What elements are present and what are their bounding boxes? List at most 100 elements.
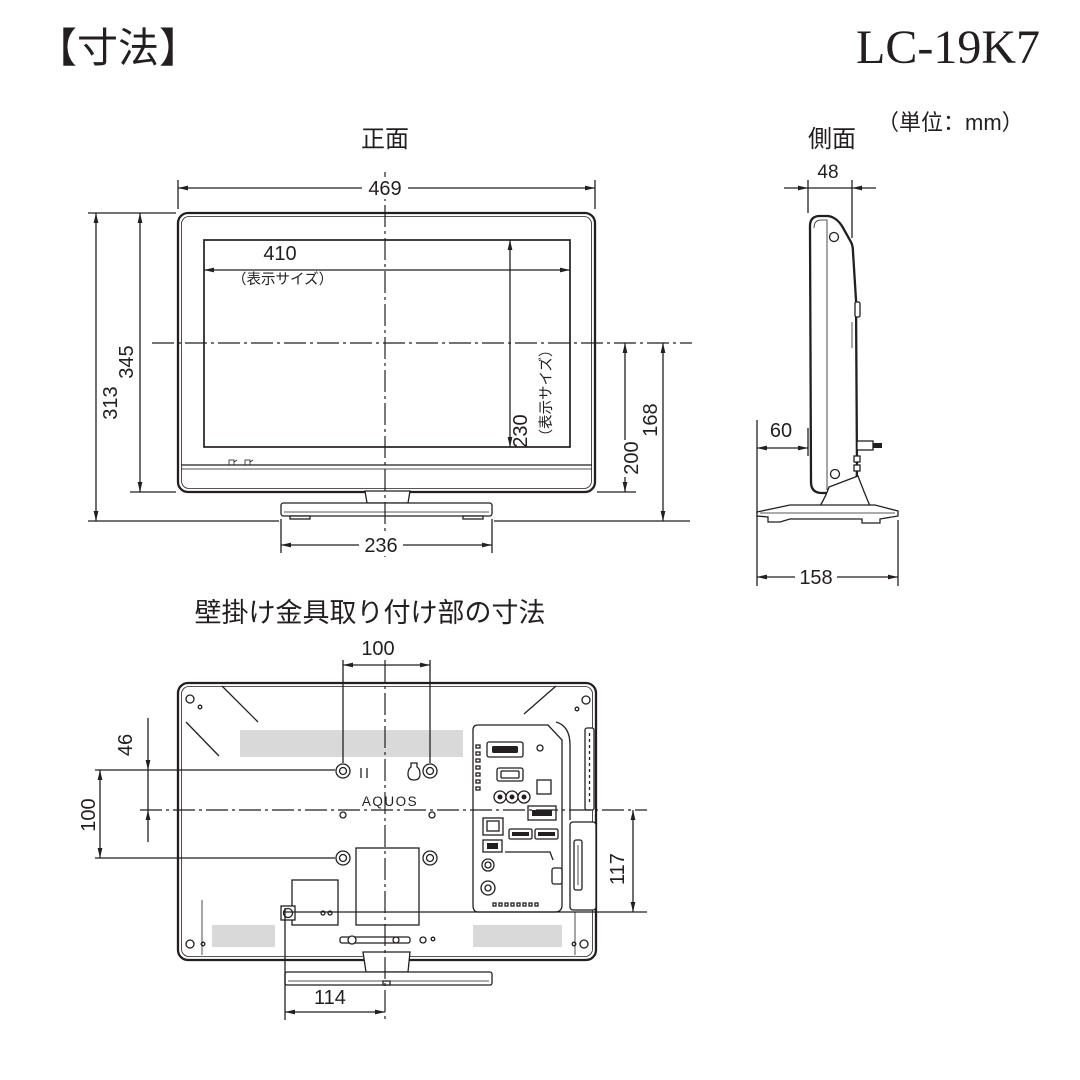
side-view-label: 側面 [808, 126, 856, 153]
panel-cover [355, 847, 420, 926]
front-extension-lines [88, 180, 690, 553]
audio-jack [480, 880, 496, 896]
mount-hole [422, 850, 438, 866]
vent-area [212, 925, 275, 947]
dimension-label-top: 469 [368, 178, 401, 200]
dimension-label-left-lower: 100 [78, 798, 100, 831]
indicator-icon [244, 459, 251, 466]
usb-port-inner [532, 810, 552, 816]
terminal-divider [505, 851, 554, 861]
indicator-icon [228, 459, 235, 466]
small-hole [320, 910, 326, 916]
dimension-label-left-inner: 345 [116, 345, 138, 378]
terminal-dot [475, 765, 481, 770]
terminal-dot [516, 902, 521, 907]
card-slot-icon [551, 867, 563, 885]
front-tv-body [176, 211, 597, 494]
terminal-square [536, 779, 552, 795]
dimension-note-screen-width: （表示サイズ） [232, 271, 333, 288]
dimension-label-right-outer: 168 [640, 403, 662, 436]
tv-side-profile [808, 214, 859, 495]
small-hole [327, 910, 333, 916]
panel-diagonal [221, 685, 259, 723]
dimension-label-top: 48 [817, 162, 838, 183]
panel-diagonal [185, 721, 220, 757]
vent-area [240, 730, 463, 757]
stand-neck [818, 475, 871, 507]
power-plug-tip [873, 443, 882, 448]
page-title: 【寸法】 [36, 25, 200, 71]
side-view: 側面 4 [756, 126, 899, 589]
terminal-dot [510, 902, 515, 907]
audio-jack-inner [484, 861, 492, 869]
indicator-icon [233, 459, 238, 463]
mount-hole [422, 763, 438, 779]
corner-screw [574, 706, 580, 712]
corner-screw [185, 939, 195, 949]
lan-port-inner [486, 820, 500, 832]
indicator-icon [249, 459, 254, 463]
tv-side-inner-edge [813, 219, 828, 490]
mount-hole-outer [335, 763, 351, 779]
terminal-dot [528, 902, 533, 907]
vent-area [473, 925, 562, 947]
dimension-label-bottom: 236 [364, 535, 397, 557]
side-terminal-panel [569, 727, 597, 911]
mount-hole-inner [425, 853, 435, 863]
mount-hole [335, 763, 351, 779]
mount-hole [335, 850, 351, 866]
front-view-label: 正面 [361, 126, 409, 153]
corner-screw [185, 694, 195, 704]
stand-base-notch [382, 980, 391, 986]
bottom-handle-end [392, 936, 400, 944]
terminal-dot [475, 772, 481, 777]
small-hole [430, 936, 436, 942]
terminal-panel-edge [555, 721, 571, 820]
label-background [795, 566, 837, 588]
stand-base [756, 504, 899, 524]
dimension-note-screen-height: （表示サイズ） [538, 342, 555, 443]
side-hole [828, 231, 840, 243]
label-background [362, 177, 408, 199]
model-number: LC-19K7 [856, 21, 1040, 74]
wall-mount-label: 壁掛け金具取り付け部の寸法 [195, 598, 546, 628]
corner-screw [579, 939, 589, 949]
small-hole [339, 811, 347, 819]
bottom-handle [339, 936, 411, 944]
dimension-label-left-outer: 313 [100, 386, 122, 419]
power-plug [856, 440, 874, 451]
wall-mount-view: 壁掛け金具取り付け部の寸法 [78, 598, 647, 1022]
side-panel-outline [569, 821, 597, 911]
port-screw [536, 744, 544, 752]
tv-frame [176, 211, 597, 494]
audio-jack [481, 858, 495, 872]
side-hole [829, 468, 841, 480]
terminal-panel-outline [472, 724, 563, 913]
terminal-dot [522, 902, 527, 907]
dimension-label-top: 100 [361, 638, 394, 660]
bottom-handle-end [347, 935, 357, 945]
rca-jack-inner [497, 794, 503, 800]
terminal-dot [534, 902, 539, 907]
side-stand [756, 475, 899, 524]
terminal-dot [475, 751, 481, 756]
small-hole [428, 811, 436, 819]
corner-screw [200, 941, 206, 947]
dsub-port-inner [492, 746, 518, 753]
panel-screw [282, 907, 294, 919]
back-panel: AQUOS [176, 681, 598, 962]
dimension-label-bottom: 158 [799, 567, 832, 589]
wall-dimension-lines [97, 662, 636, 1015]
stand-foot [289, 515, 311, 520]
audio-jack-inner [484, 884, 492, 892]
side-connector [853, 455, 861, 463]
hdmi-port-inner [538, 832, 555, 836]
mount-hole-inner [338, 766, 348, 776]
label-background [621, 440, 644, 477]
stand-neck [364, 490, 411, 504]
dimension-label-screen-width: 410 [263, 243, 296, 265]
brand-logo: AQUOS [362, 794, 418, 809]
small-hole [419, 936, 427, 944]
side-tv-body [808, 214, 882, 495]
mount-hole-inner [425, 766, 435, 776]
